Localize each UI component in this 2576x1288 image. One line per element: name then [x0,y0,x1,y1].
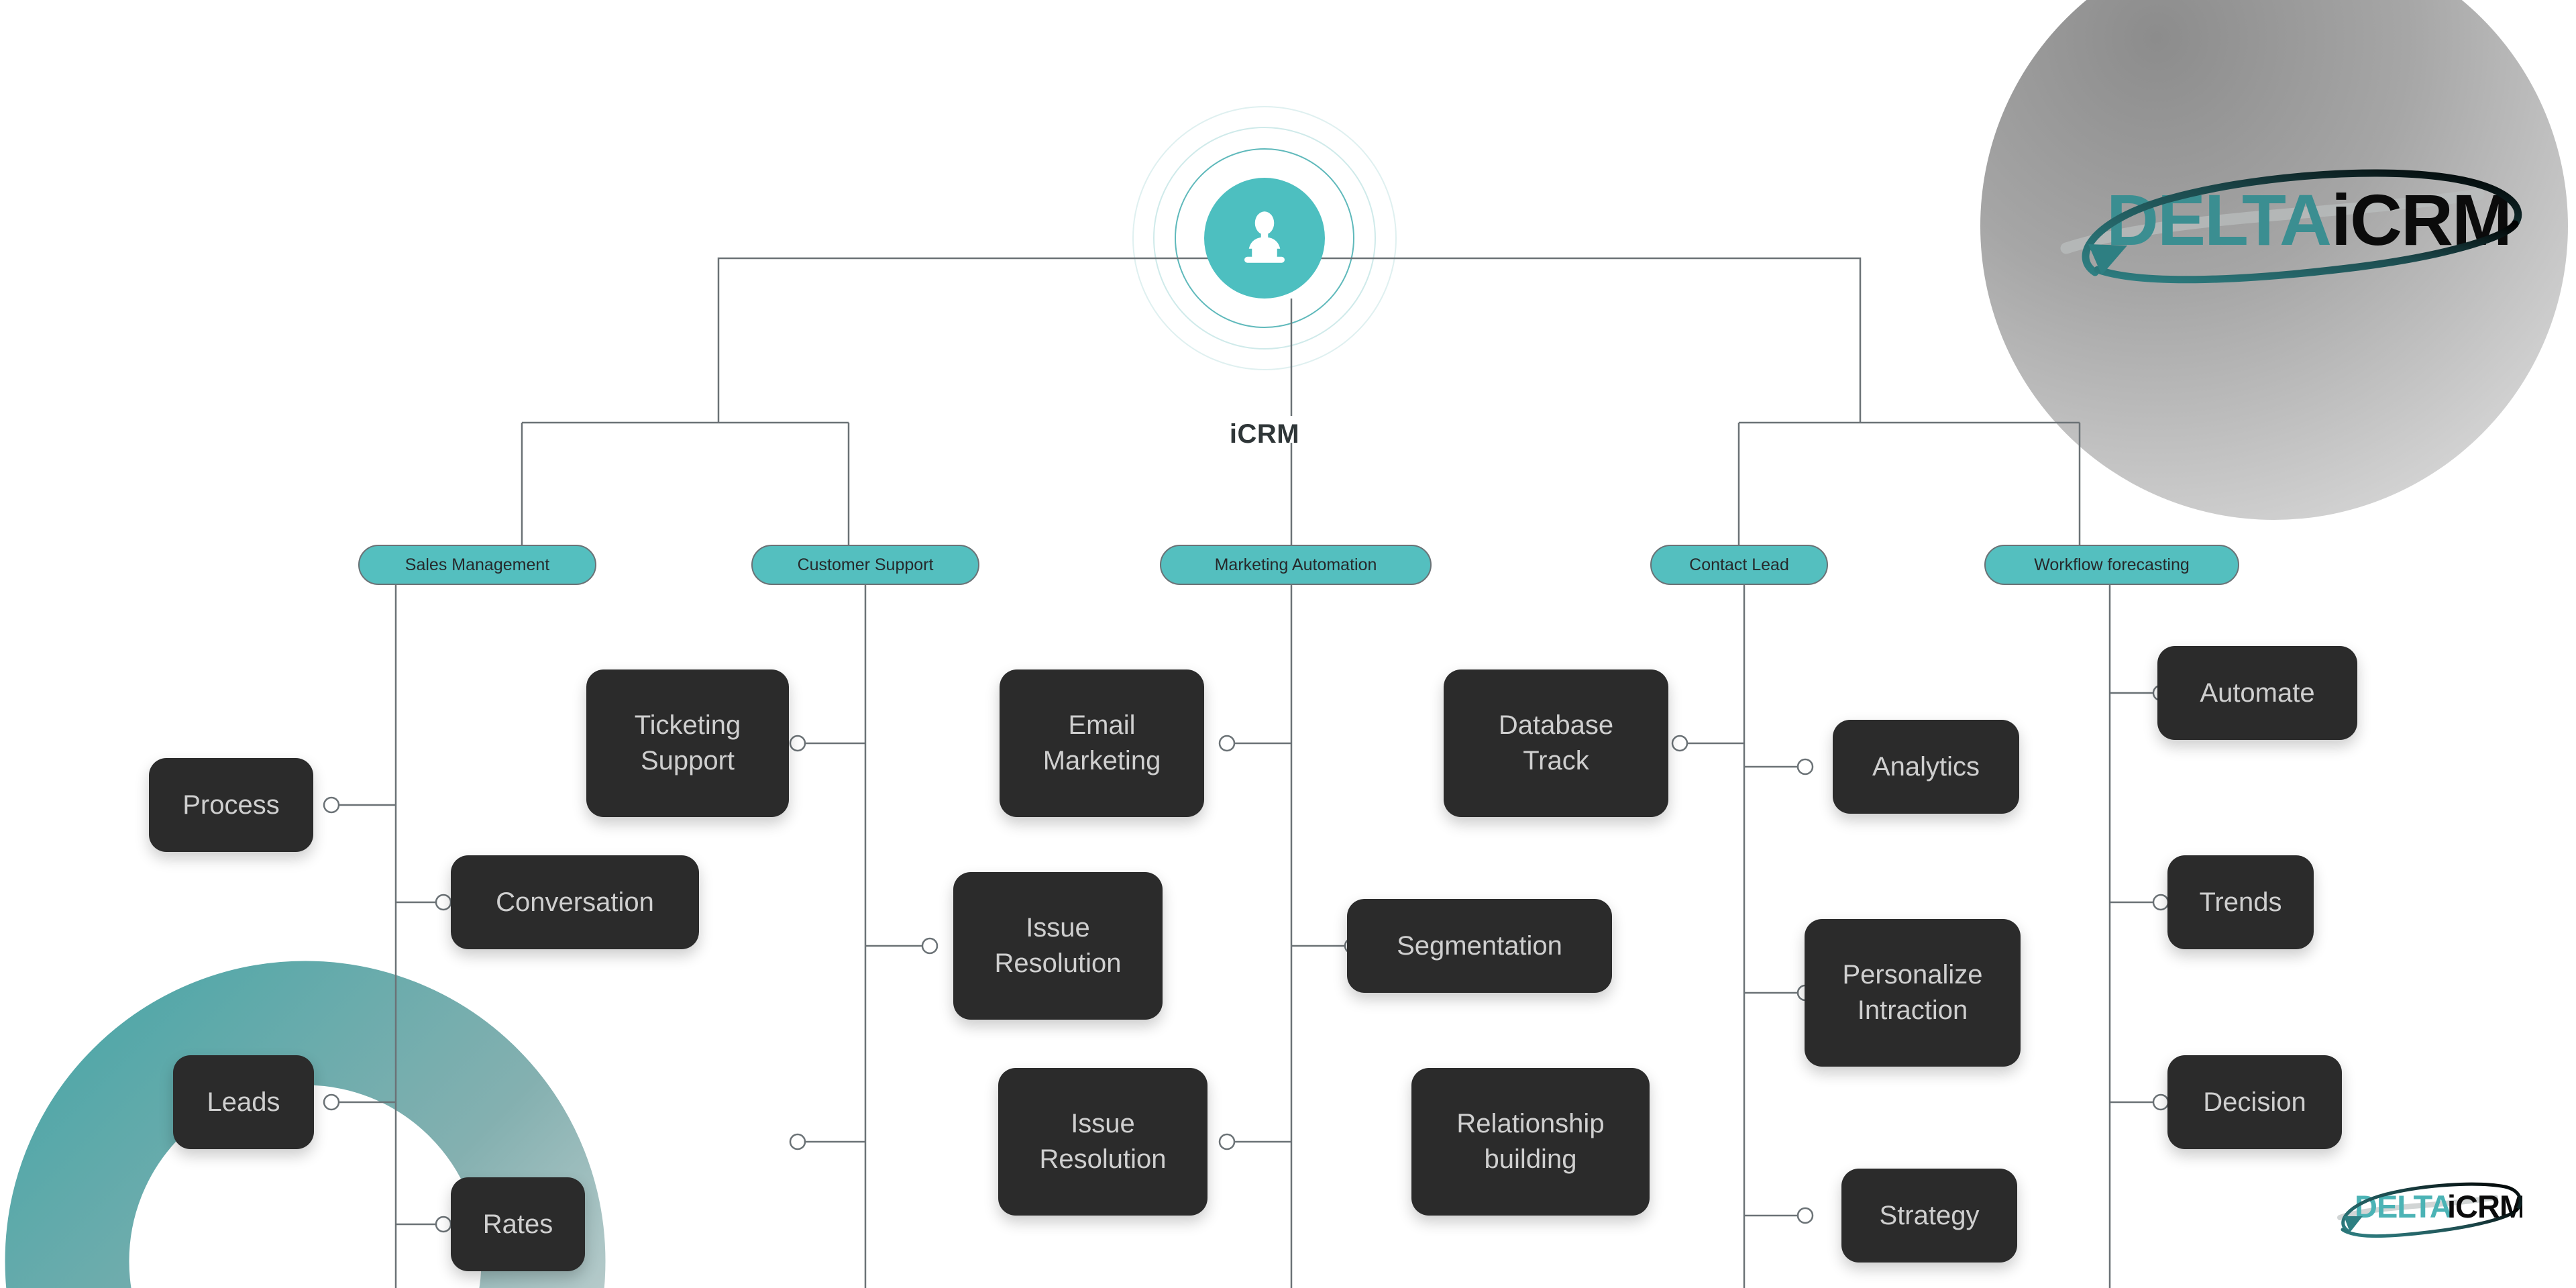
card-label-line-1: Issue [1026,913,1090,943]
card-label: Analytics [1872,751,1980,782]
branch-pill-sales-management[interactable]: Sales Management [358,545,596,585]
logo-text-icrm: iCRM [2331,179,2511,260]
card-label-line-1: Relationship [1456,1109,1605,1139]
card-strategy[interactable]: Strategy [1841,1169,2017,1263]
leaf-dot-analytics [1796,758,1814,775]
logo-arrowhead-small [2344,1216,2363,1232]
card-label: Strategy [1879,1200,1980,1230]
card-label-line-2: Marketing [1042,746,1161,775]
delta-icrm-logo-primary: DELTA iCRM [2060,169,2522,284]
logo-swoosh-small [2337,1195,2498,1220]
card-ticketing-support[interactable]: Ticketing Support [586,669,789,817]
card-trends[interactable]: Trends [2167,855,2314,949]
leaf-dot-relationship [1218,1133,1236,1150]
leaf-dot-database [1671,735,1688,752]
logo-text-delta: DELTA [2355,1189,2452,1224]
delta-icrm-logo-watermark: DELTA iCRM [2337,1182,2522,1238]
branch-pill-contact-lead[interactable]: Contact Lead [1650,545,1828,585]
card-label-line-2: Track [1523,746,1589,775]
leaf-dot-ticketing [789,735,806,752]
leaf-dot-conversation [435,894,452,911]
card-rates[interactable]: Rates [451,1177,585,1271]
card-automate[interactable]: Automate [2157,646,2357,740]
card-label-line-1: Database [1498,710,1614,741]
card-process[interactable]: Process [149,758,313,852]
card-label-line-1: Issue [1071,1109,1135,1139]
card-label-line-2: Resolution [1039,1144,1167,1174]
card-label-line-2: Support [640,746,735,775]
card-label-line-2: Resolution [994,949,1122,978]
branch-pill-marketing-automation[interactable]: Marketing Automation [1160,545,1432,585]
person-at-desk-icon [1244,211,1285,263]
card-label-line-2: Intraction [1857,996,1968,1025]
logo-orbit-arrow-small [2341,1182,2522,1238]
card-label: Automate [2200,678,2315,708]
card-label-line-1: Ticketing [634,710,741,741]
card-email-marketing[interactable]: Email Marketing [1000,669,1204,817]
card-issue-resolution-2[interactable]: Issue Resolution [998,1068,1208,1216]
logo-text-icrm: iCRM [2447,1189,2522,1224]
leaf-dot-issue-a [921,937,938,955]
leaf-dot-rates [435,1216,452,1233]
leaf-dot-email [1218,735,1236,752]
card-label-line-2: building [1484,1144,1577,1174]
card-personalize-intraction[interactable]: Personalize Intraction [1805,919,2021,1067]
bus-left-top [717,257,1291,423]
card-segmentation[interactable]: Segmentation [1347,899,1612,993]
card-relationship-building[interactable]: Relationship building [1411,1068,1650,1216]
branch-pill-label: Marketing Automation [1214,555,1377,574]
branch-pill-label: Workflow forecasting [2034,555,2190,574]
leaf-dot-trends [2152,894,2169,911]
card-database-track[interactable]: Database Track [1444,669,1668,817]
card-label: Rates [482,1209,553,1239]
card-label: Decision [2203,1087,2306,1117]
card-label: Segmentation [1397,930,1562,961]
leaf-dot-process [323,796,340,814]
card-label: Leads [207,1087,280,1117]
card-issue-resolution-1[interactable]: Issue Resolution [953,872,1163,1020]
bus-right-top [1291,257,1862,423]
leaf-dot-decision [2152,1093,2169,1111]
branch-pill-customer-support[interactable]: Customer Support [751,545,979,585]
hub-node[interactable] [1204,178,1325,299]
logo-text-delta: DELTA [2106,179,2330,260]
branch-pill-label: Customer Support [797,555,934,574]
leaf-dot-leads [323,1093,340,1111]
leaf-dot-issue-b [789,1133,806,1150]
leaf-dot-strategy [1796,1207,1814,1224]
card-analytics[interactable]: Analytics [1833,720,2019,814]
branch-pill-label: Contact Lead [1689,555,1789,574]
card-label: Process [182,790,280,820]
branch-pill-label: Sales Management [405,555,550,574]
card-decision[interactable]: Decision [2167,1055,2342,1149]
card-label-line-1: Email [1068,710,1136,741]
card-leads[interactable]: Leads [173,1055,314,1149]
card-conversation[interactable]: Conversation [451,855,699,949]
card-label: Trends [2199,887,2282,917]
branch-pill-workflow-forecasting[interactable]: Workflow forecasting [1984,545,2239,585]
card-label: Conversation [496,887,654,917]
hub-label: iCRM [1229,419,1300,449]
card-label-line-1: Personalize [1842,960,1983,990]
